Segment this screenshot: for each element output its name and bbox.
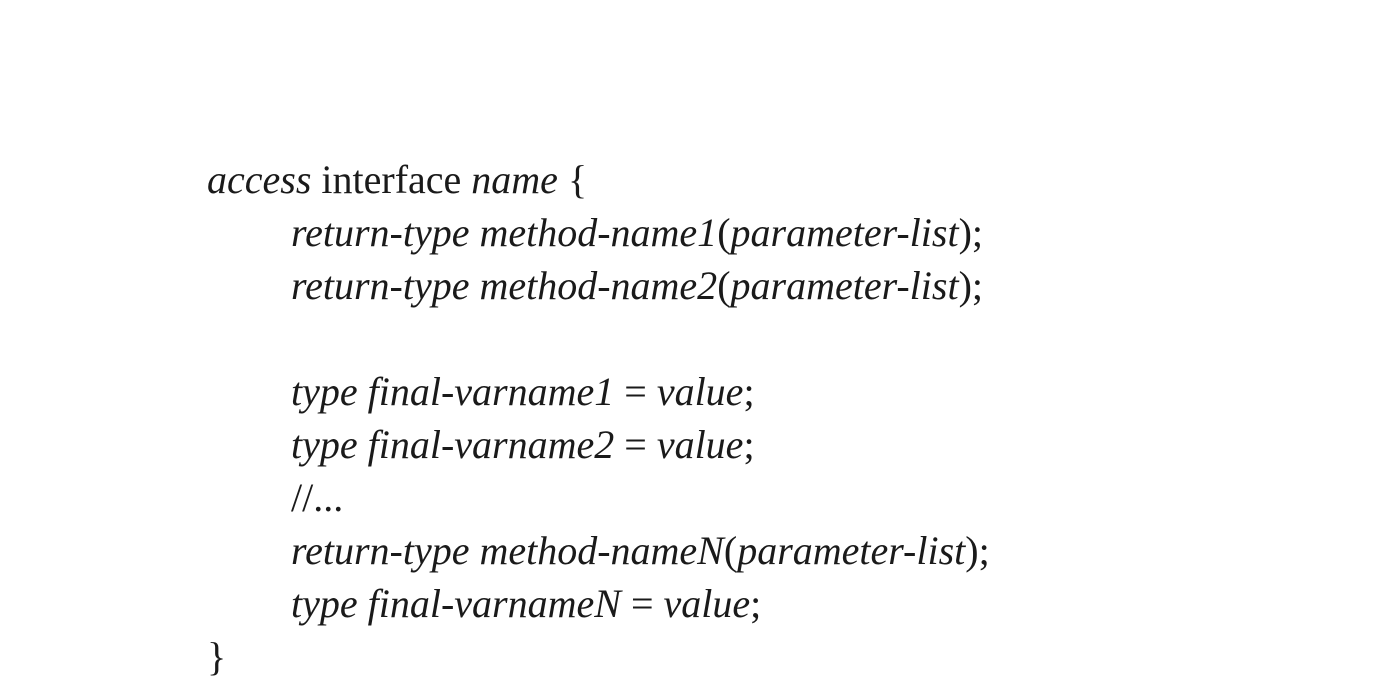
- parameter-list: parameter-list: [737, 528, 966, 573]
- open-paren: (: [723, 528, 738, 573]
- variable-type: type: [291, 369, 358, 414]
- method-declaration-1: return-type method-name1(parameter-list)…: [207, 206, 990, 259]
- return-type: return-type: [291, 210, 470, 255]
- comment-text: //...: [291, 475, 344, 520]
- interface-name: name: [471, 157, 558, 202]
- parameter-list: parameter-list: [730, 210, 959, 255]
- equals-sign: =: [620, 581, 664, 626]
- method-declaration-2: return-type method-name2(parameter-list)…: [207, 259, 990, 312]
- comment-line: //...: [207, 471, 990, 524]
- variable-value: value: [656, 369, 744, 414]
- variable-value: value: [663, 581, 751, 626]
- variable-declaration-1: type final-varname1 = value;: [207, 365, 990, 418]
- open-brace: {: [557, 157, 588, 202]
- variable-type: type: [291, 581, 358, 626]
- method-name: method-name1: [479, 210, 718, 255]
- close-paren-semicolon: );: [965, 528, 990, 573]
- closing-brace-line: }: [207, 630, 990, 683]
- access-modifier: access: [207, 157, 312, 202]
- method-declaration-n: return-type method-nameN(parameter-list)…: [207, 524, 990, 577]
- variable-name: final-varname2: [367, 422, 615, 467]
- interface-syntax-block: access interface name { return-type meth…: [207, 153, 990, 683]
- close-paren-semicolon: );: [958, 263, 984, 308]
- variable-declaration-2: type final-varname2 = value;: [207, 418, 990, 471]
- return-type: return-type: [291, 528, 470, 573]
- close-paren-semicolon: );: [958, 210, 984, 255]
- semicolon: ;: [750, 581, 762, 626]
- parameter-list: parameter-list: [730, 263, 959, 308]
- open-paren: (: [717, 263, 731, 308]
- return-type: return-type: [291, 263, 470, 308]
- method-name: method-nameN: [479, 528, 724, 573]
- equals-sign: =: [614, 422, 657, 467]
- equals-sign: =: [614, 369, 657, 414]
- interface-declaration-line: access interface name {: [207, 153, 990, 206]
- variable-type: type: [291, 422, 358, 467]
- open-paren: (: [717, 210, 731, 255]
- method-name: method-name2: [479, 263, 718, 308]
- variable-name: final-varnameN: [367, 581, 621, 626]
- variable-name: final-varname1: [367, 369, 615, 414]
- semicolon: ;: [743, 422, 755, 467]
- close-brace: }: [207, 634, 227, 679]
- blank-line: [207, 312, 990, 365]
- variable-value: value: [656, 422, 744, 467]
- semicolon: ;: [743, 369, 755, 414]
- interface-keyword: interface: [311, 157, 472, 202]
- variable-declaration-n: type final-varnameN = value;: [207, 577, 990, 630]
